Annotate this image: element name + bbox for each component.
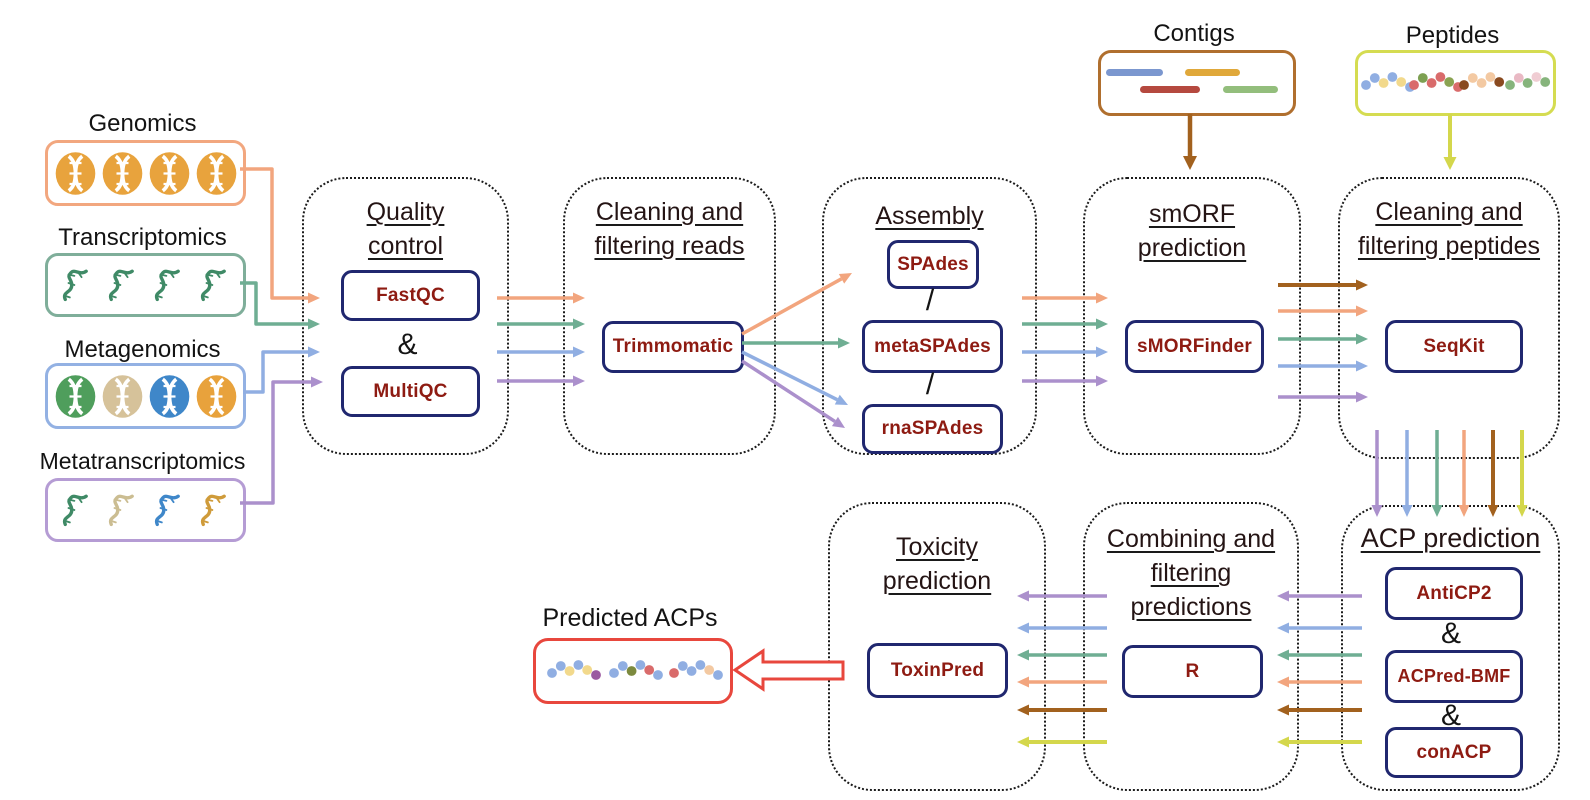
dna-icon (149, 151, 189, 195)
peptide-cluster (608, 658, 671, 687)
tool-multiqc: MultiQC (341, 366, 480, 417)
contig-bar (1185, 69, 1240, 76)
flow-arrowhead (1183, 156, 1197, 170)
stage-title-line: filtering peptides (1357, 232, 1541, 260)
tool-metaspades: metaSPAdes (862, 320, 1003, 373)
dna-icon (102, 374, 142, 418)
stage-title-line: Cleaning and (1375, 198, 1523, 226)
dna-icon (149, 374, 189, 418)
tool-anticp2: AntiCP2 (1385, 567, 1523, 620)
stage-title: Quality control (304, 195, 507, 263)
stage-title: smORF prediction (1085, 197, 1299, 265)
dna-icon (55, 151, 95, 195)
rna-icon (200, 269, 226, 302)
dna-icon (196, 151, 236, 195)
input-transcriptomics-box (45, 253, 246, 317)
stage-title: Cleaning and filtering peptides (1340, 195, 1558, 263)
peptide-cluster (668, 658, 731, 687)
stage-title-line: Quality (366, 198, 445, 226)
stage-title-line: Assembly (875, 202, 984, 230)
flow-arrow (240, 281, 308, 326)
flow-arrowhead (1443, 157, 1457, 170)
tool-smorfinder: sMORFinder (1125, 320, 1264, 373)
stage-title-line: Combining and (1106, 525, 1276, 553)
predicted-acps-box (533, 638, 733, 704)
stage-title-line: filtering reads (594, 232, 745, 260)
stage-cleaning-filtering-peptides: Cleaning and filtering peptides (1338, 177, 1560, 459)
input-metatranscriptomics-box (45, 478, 246, 542)
input-genomics-box (45, 140, 246, 206)
peptide-chain-icon (547, 660, 601, 680)
stage-smorf-prediction: smORF prediction (1083, 177, 1301, 455)
predicted-acps-label: Predicted ACPs (542, 604, 718, 632)
acp-joiner: & (1440, 699, 1461, 732)
flow-arrow (243, 350, 308, 394)
tool-acpred-bmf: ACPred-BMF (1385, 650, 1523, 703)
rna-icon (154, 269, 180, 302)
stage-title-line: prediction (1137, 234, 1247, 262)
stage-title: Combining and filtering predictions (1085, 522, 1297, 624)
dna-icon (55, 374, 95, 418)
input-transcriptomics-label: Transcriptomics (58, 224, 227, 251)
tool-r: R (1122, 645, 1263, 698)
stage-cleaning-filtering-reads: Cleaning and filtering reads (563, 177, 776, 455)
qc-joiner: & (397, 328, 418, 361)
rna-icon (154, 494, 180, 527)
peptide-chain-icon (1459, 72, 1505, 90)
dna-icon (196, 374, 236, 418)
peptide-chain-icon (669, 660, 723, 680)
input-metatranscriptomics-label: Metatranscriptomics (39, 448, 246, 474)
input-metagenomics-label: Metagenomics (64, 336, 221, 363)
peptide-cluster (1504, 70, 1558, 99)
contig-bar (1140, 86, 1200, 93)
stage-title-line: prediction (882, 567, 992, 595)
stage-title: Assembly (824, 199, 1035, 233)
contigs-box (1098, 50, 1296, 116)
input-genomics-label: Genomics (88, 110, 197, 137)
tool-conacp: conACP (1385, 727, 1523, 778)
contigs-label: Contigs (1153, 20, 1235, 47)
tool-fastqc: FastQC (341, 270, 480, 321)
stage-title-line: Toxicity (896, 533, 978, 561)
assembly-joiner: / (925, 368, 935, 401)
contig-bar (1223, 86, 1278, 93)
tool-spades: SPAdes (887, 240, 979, 289)
contig-bar (1106, 69, 1163, 76)
stage-title: Cleaning and filtering reads (565, 195, 774, 263)
rna-icon (108, 494, 134, 527)
predicted-acps-arrow (732, 648, 845, 692)
peptide-chain-icon (609, 660, 663, 680)
peptide-cluster (1458, 70, 1512, 99)
acp-joiner: & (1440, 617, 1461, 650)
stage-title-line: ACP prediction (1360, 523, 1541, 553)
peptide-chain-icon (1505, 72, 1551, 90)
tool-toxinpred: ToxinPred (867, 643, 1008, 698)
rna-icon (62, 494, 88, 527)
peptide-cluster (546, 658, 609, 687)
stage-title-line: predictions (1130, 593, 1252, 621)
tool-seqkit: SeqKit (1385, 320, 1523, 373)
stage-title-line: Cleaning and (595, 198, 744, 226)
peptides-box (1355, 50, 1556, 116)
rna-icon (108, 269, 134, 302)
flow-arrow (240, 380, 311, 505)
peptides-label: Peptides (1405, 22, 1500, 49)
stage-title: Toxicity prediction (830, 530, 1044, 598)
input-metagenomics-box (45, 363, 246, 429)
stage-title-line: smORF (1148, 200, 1236, 228)
tool-rnaspades: rnaSPAdes (862, 404, 1003, 454)
assembly-joiner: / (925, 284, 935, 317)
rna-icon (62, 269, 88, 302)
dna-icon (102, 151, 142, 195)
stage-title-line: control (367, 232, 444, 260)
rna-icon (200, 494, 226, 527)
stage-title: ACP prediction (1343, 521, 1558, 555)
stage-title-line: filtering (1150, 559, 1232, 587)
tool-trimmomatic: Trimmomatic (602, 321, 744, 373)
